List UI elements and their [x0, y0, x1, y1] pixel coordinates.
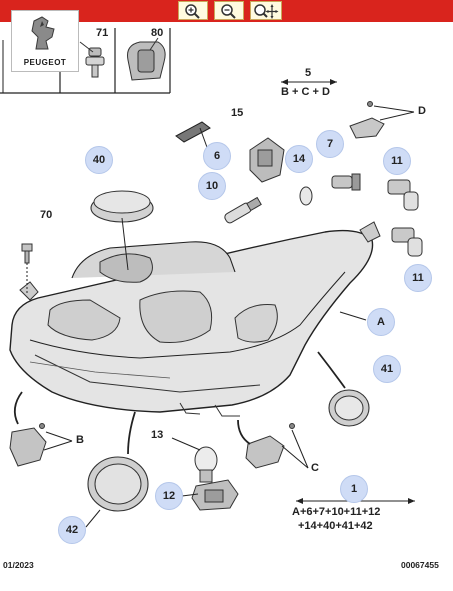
part-number-80: 80 [151, 27, 164, 39]
zoom-out-button[interactable] [214, 1, 244, 20]
bulb-13-icon [194, 446, 218, 483]
zoom-in-button[interactable] [178, 1, 208, 20]
bracket-d-icon [349, 101, 385, 139]
cap-40-icon [90, 190, 154, 223]
clip-6-icon [175, 121, 211, 143]
screw-icon [79, 41, 105, 78]
magnifier-move-icon [254, 3, 279, 19]
callout-12[interactable]: 12 [155, 482, 183, 510]
headlamp-housing [9, 221, 381, 417]
footer-reference: 00067455 [401, 560, 439, 570]
magnifier-minus-icon [221, 3, 236, 19]
cap-42-icon [87, 456, 149, 512]
bulb-11a-icon [387, 179, 419, 211]
label-70: 70 [40, 209, 53, 221]
callout-14[interactable]: 14 [285, 145, 313, 173]
callout-11-upper[interactable]: 11 [383, 147, 411, 175]
bulb-11b-icon [391, 227, 423, 257]
callout-1[interactable]: 1 [340, 475, 368, 503]
label-13: 13 [151, 429, 164, 441]
formula-1-line2: +14+40+41+42 [298, 520, 373, 532]
bracket-c-icon [245, 423, 295, 469]
formula-5: B + C + D [281, 86, 330, 98]
lion-logo-icon [31, 16, 55, 50]
label-b: B [76, 434, 84, 446]
part-number-71: 71 [96, 27, 109, 39]
motor-15-icon [249, 137, 285, 183]
label-c: C [311, 462, 319, 474]
footer-date: 01/2023 [3, 560, 34, 570]
zoom-fit-button[interactable] [250, 1, 282, 20]
callout-40[interactable]: 40 [85, 146, 113, 174]
screw-70-icon [21, 243, 33, 264]
callout-11-lower[interactable]: 11 [404, 264, 432, 292]
bulb-holder-icon [127, 37, 166, 81]
callout-41[interactable]: 41 [373, 355, 401, 383]
callout-7[interactable]: 7 [316, 130, 344, 158]
bracket-b-icon [9, 423, 47, 467]
magnifier-plus-icon [185, 3, 200, 19]
label-5: 5 [305, 67, 312, 79]
callout-42[interactable]: 42 [58, 516, 86, 544]
bulb-10-icon [224, 196, 262, 224]
bulb-14-icon [299, 186, 313, 206]
label-d: D [418, 105, 426, 117]
label-15: 15 [231, 107, 244, 119]
holder-7-icon [331, 173, 361, 191]
callout-10[interactable]: 10 [198, 172, 226, 200]
cap-41-icon [328, 389, 370, 427]
callout-6[interactable]: 6 [203, 142, 231, 170]
formula-1-line1: A+6+7+10+11+12 [292, 506, 381, 518]
holder-12-icon [191, 479, 239, 511]
brand-logo-box: PEUGEOT [11, 10, 79, 72]
callout-a[interactable]: A [367, 308, 395, 336]
brand-name: PEUGEOT [23, 58, 67, 67]
